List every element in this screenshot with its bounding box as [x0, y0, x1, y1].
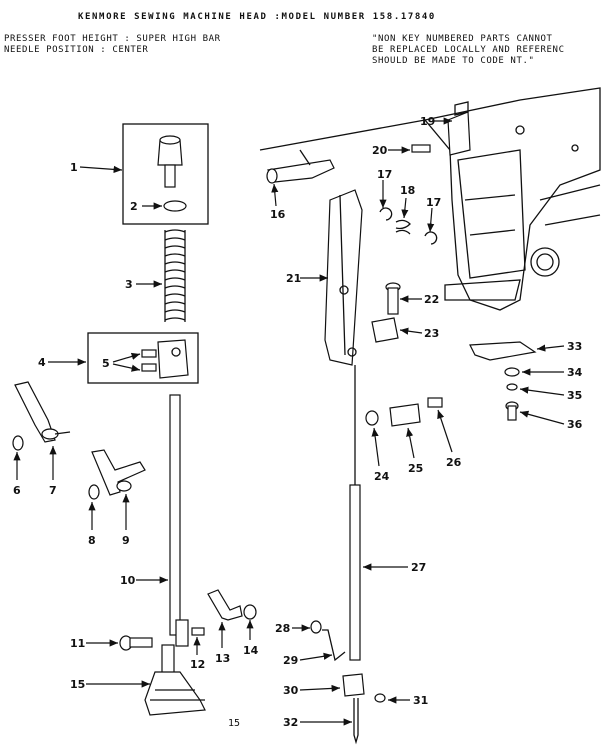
part-10-presser-bar: [169, 394, 181, 636]
callout-20: 20: [372, 144, 388, 157]
machine-head-casting: [423, 87, 601, 311]
callout-25: 25: [408, 462, 423, 475]
assembly-guideline: [259, 119, 426, 151]
callout-9: 9: [122, 534, 130, 547]
callout-12: 12: [190, 658, 205, 671]
part-30-clamp: [342, 673, 365, 697]
callout-11: 11: [70, 637, 85, 650]
callout-29: 29: [283, 654, 298, 667]
part-33-plate: [469, 341, 537, 361]
callout-36: 36: [567, 418, 583, 431]
callout-14: 14: [243, 644, 259, 657]
part-34-washer: [504, 367, 520, 377]
callout-32: 32: [283, 716, 298, 729]
note-line-2: BE REPLACED LOCALLY AND REFERENC: [372, 45, 565, 55]
part-5-screw-b: [141, 363, 157, 372]
callout-17-b: 17: [426, 196, 441, 209]
needle-position-label: NEEDLE POSITION : CENTER: [4, 45, 149, 55]
note-line-3: SHOULD BE MADE TO CODE NT.": [372, 56, 535, 66]
part-7-lever: [14, 381, 71, 443]
part-9-lever: [91, 449, 146, 496]
part-18-spring: [395, 219, 411, 235]
part-4-bracket: [157, 339, 189, 379]
callout-16: 16: [270, 208, 286, 221]
part-5-screw-a: [141, 349, 157, 358]
part-11-screw: [119, 635, 153, 651]
part-4-box: [87, 332, 199, 384]
callout-2: 2: [130, 200, 138, 213]
part-28-screw: [310, 620, 322, 634]
leader-lines: [13, 117, 565, 726]
callout-4: 4: [38, 356, 46, 369]
callout-7: 7: [49, 484, 57, 497]
part-6-screw: [12, 435, 24, 451]
part-3-spring: [164, 229, 186, 322]
callout-19: 19: [420, 115, 435, 128]
callout-34: 34: [567, 366, 583, 379]
callout-1: 1: [70, 161, 78, 174]
part-32-needle: [353, 698, 359, 745]
part-25-clamp: [389, 403, 421, 427]
note-line-1: "NON KEY NUMBERED PARTS CANNOT: [372, 34, 553, 44]
callout-6: 6: [13, 484, 21, 497]
part-1-box: [122, 123, 209, 225]
part-14-nut: [243, 604, 257, 620]
part-21-frame: [324, 189, 363, 366]
part-29-thread-guide: [322, 629, 346, 662]
callout-10: 10: [120, 574, 136, 587]
callout-15: 15: [70, 678, 85, 691]
part-36-screw: [505, 401, 519, 421]
part-35-washer: [506, 383, 518, 391]
callout-3: 3: [125, 278, 133, 291]
callout-17-a: 17: [377, 168, 392, 181]
callout-18: 18: [400, 184, 415, 197]
part-12-screw: [191, 627, 205, 636]
part-10-lower-clamp: [175, 619, 189, 647]
part-23-block: [371, 317, 399, 343]
callout-24: 24: [374, 470, 390, 483]
callout-5: 5: [102, 357, 110, 370]
callout-13: 13: [215, 652, 230, 665]
part-15-presser-foot: [144, 644, 206, 716]
diagram-title: KENMORE SEWING MACHINE HEAD :MODEL NUMBE…: [78, 12, 436, 22]
part-2-washer: [163, 200, 187, 212]
callout-30: 30: [283, 684, 299, 697]
part-1-knob: [157, 135, 183, 188]
part-8-screw: [88, 484, 100, 500]
presser-foot-height-label: PRESSER FOOT HEIGHT : SUPER HIGH BAR: [4, 34, 221, 44]
callout-21: 21: [286, 272, 301, 285]
part-31-screw: [374, 693, 386, 703]
callout-35: 35: [567, 389, 582, 402]
part-17-clip-b: [424, 231, 438, 245]
part-22-screw: [385, 282, 401, 315]
callout-8: 8: [88, 534, 96, 547]
callout-22: 22: [424, 293, 439, 306]
callout-28: 28: [275, 622, 290, 635]
callout-23: 23: [424, 327, 439, 340]
part-13-lever: [207, 589, 243, 621]
part-20-screw: [411, 144, 431, 153]
part-26-screw: [427, 397, 443, 408]
part-19-guide: [447, 101, 471, 156]
callout-31: 31: [413, 694, 428, 707]
part-24-screw: [365, 410, 379, 426]
part-27-needle-bar: [349, 484, 361, 661]
page-number: 15: [228, 718, 241, 729]
callout-26: 26: [446, 456, 462, 469]
callout-33: 33: [567, 340, 582, 353]
part-16-arm: [266, 149, 335, 184]
callout-27: 27: [411, 561, 426, 574]
part-17-clip-a: [379, 207, 393, 221]
